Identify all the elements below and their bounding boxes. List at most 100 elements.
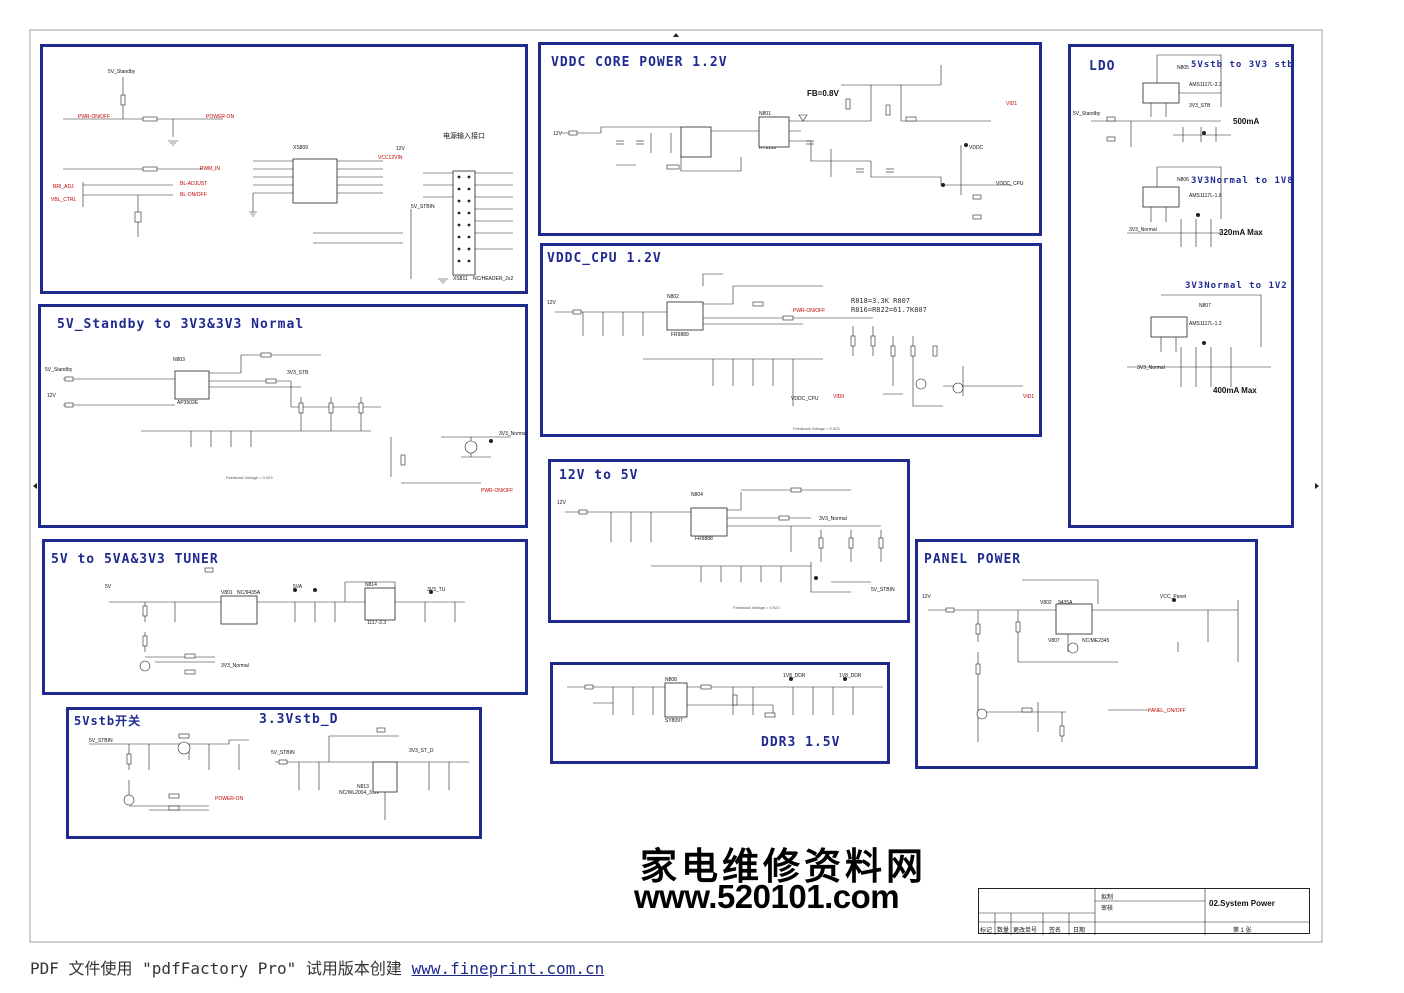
tuner-wiring bbox=[109, 567, 465, 675]
net-pwr-on-off-cpu: PWR-ON/OFF bbox=[793, 308, 826, 314]
ddr-title: DDR3 1.5V bbox=[761, 735, 841, 750]
net-5v-stbin-buck: 5V_STBIN bbox=[871, 587, 895, 593]
panel-wiring bbox=[928, 579, 1239, 742]
net-5v-tuner: 5V bbox=[105, 584, 112, 590]
footer-link[interactable]: www.fineprint.com.cn bbox=[411, 959, 605, 978]
n804-part: FR9888 bbox=[695, 536, 713, 542]
n814-part: 1117-3.3 bbox=[367, 620, 386, 626]
xs809-label: XS809 bbox=[293, 145, 309, 151]
v12-to-5-wiring bbox=[565, 487, 884, 593]
vddc-cpu-fb-text: Feedback Voltage = 0.923 bbox=[793, 426, 840, 431]
net-12v-panel: 12V bbox=[922, 594, 931, 600]
net-pwr-on-off: PWR-ON/OFF bbox=[78, 114, 111, 120]
n801-label: N801 bbox=[759, 111, 771, 117]
net-vcc-panel: VCC_Panel bbox=[1160, 594, 1187, 600]
net-3v3-standby-sb: 3V3_STB bbox=[287, 370, 309, 376]
net-power-on: POWER-ON bbox=[206, 114, 235, 120]
block-ddr3: DDR3 1.5V N808 SY8097 1V8_DDR 1V8_DDR bbox=[550, 662, 890, 764]
pdf-footer: PDF 文件使用 "pdfFactory Pro" 试用版本创建 www.fin… bbox=[30, 955, 604, 979]
block-5v-tuner: 5V to 5VA&3V3 TUNER V801 NC/9435A N814 1… bbox=[42, 539, 528, 695]
net-vddc-cpu: VDDC_CPU bbox=[791, 396, 819, 402]
ldo-sec1-title: 5Vstb to 3V3 stb bbox=[1191, 60, 1294, 70]
xs811-label: XS811 bbox=[453, 276, 468, 282]
title-sheet-number: 第 1 张 bbox=[1233, 928, 1252, 934]
net-5v-standby-ldo: 5V_Standby bbox=[1073, 111, 1101, 117]
net-vddc: VDDC bbox=[969, 145, 984, 151]
v807-label: V807 bbox=[1048, 638, 1060, 644]
interface-title: 电源输入接口 bbox=[443, 133, 485, 140]
n813-label: N813 bbox=[357, 784, 369, 790]
title-drawn: 拟制 bbox=[1101, 895, 1114, 901]
v801-part: NC/9435A bbox=[237, 590, 261, 596]
net-12v-core: 12V bbox=[553, 131, 562, 137]
n807-label: N807 bbox=[1199, 303, 1211, 309]
vddc-core-fb-note: FB=0.8V bbox=[807, 89, 839, 98]
net-3v3-tu: 3V3_TU bbox=[427, 587, 446, 593]
panel-title: PANEL POWER bbox=[924, 552, 1022, 567]
block-vddc-cpu: VDDC_CPU 1.2V R818=3.3K R807 R816=R822=6… bbox=[540, 243, 1042, 437]
v801-label: V801 bbox=[221, 590, 233, 596]
ldo-wiring bbox=[1091, 54, 1271, 387]
standby-fb-text: Feedback Voltage = 0.923 bbox=[226, 475, 273, 480]
net-1v8-ddr-b: 1V8_DDR bbox=[839, 673, 862, 679]
interface-wiring bbox=[63, 77, 513, 284]
net-pwr-on-off-sb: PWR-ON/OFF bbox=[481, 488, 514, 494]
ldo-sec3-title: 3V3Normal to 1V2 bbox=[1185, 281, 1288, 291]
n807-part: AMS1117L-1.2 bbox=[1189, 321, 1222, 327]
net-3v3-normal-ldo1: 3V3_Normal bbox=[1129, 227, 1157, 233]
n802-label: N802 bbox=[667, 294, 679, 300]
title-header-qty: 数量 bbox=[997, 928, 1010, 934]
ddr-wiring bbox=[567, 677, 883, 718]
net-5v-standby: 5V_Standby bbox=[108, 69, 136, 75]
ldo-sec2-title: 3V3Normal to 1V8 bbox=[1191, 176, 1294, 186]
net-3v3-stb-ldo: 3V3_STB bbox=[1189, 103, 1211, 109]
net-3v3-normal-ldo2: 3V3_Normal bbox=[1137, 365, 1165, 371]
net-vcc12vin: VCC12VIN bbox=[378, 155, 403, 161]
v807-part: NC/ME2345 bbox=[1082, 638, 1110, 644]
net-vbl-ctrl: VBL_CTRL bbox=[51, 197, 77, 203]
xs811-part: NC/HEADER_2x2 bbox=[473, 276, 514, 282]
block-5vstb-switch: 5Vstb开关 3.3Vstb_D N813 NC/WL2004_3.3V 5V… bbox=[66, 707, 482, 839]
ldo-sec1-current: 500mA bbox=[1233, 117, 1260, 126]
n801-part: RT8110 bbox=[759, 145, 777, 151]
n803-part: AP3502E bbox=[177, 400, 199, 406]
net-vid1-cpu: VID1 bbox=[1023, 394, 1035, 400]
v12-to-5-title: 12V to 5V bbox=[559, 468, 639, 483]
stb-switch-title2: 3.3Vstb_D bbox=[259, 712, 339, 727]
net-vid1-core: VID1 bbox=[1006, 101, 1018, 107]
ldo-sec2-current: 320mA Max bbox=[1219, 228, 1263, 237]
block-vddc-core: VDDC CORE POWER 1.2V FB=0.8V N801 RT8110… bbox=[538, 42, 1042, 236]
net-5v-standby-sb: 5V_Standby bbox=[45, 367, 73, 373]
block-5v-standby: 5V_Standby to 3V3&3V3 Normal N803 AP3502… bbox=[38, 304, 528, 528]
block-power-interface: 电源输入接口 XS809 XS811 NC/HEADER_2x2 5V_Stan… bbox=[40, 44, 528, 294]
footer-text: PDF 文件使用 "pdfFactory Pro" 试用版本创建 bbox=[30, 959, 412, 978]
watermark-url: www.520101.com bbox=[634, 878, 900, 915]
title-header-change: 更改单号 bbox=[1013, 928, 1038, 934]
block-ldo: LDO 5Vstb to 3V3 stb N805 AMS1117L-3.3 5… bbox=[1068, 44, 1294, 528]
net-bl-adjust: BL-ADJUST bbox=[180, 181, 208, 187]
net-12v-sb: 12V bbox=[47, 393, 56, 399]
title-block-grid bbox=[979, 889, 1309, 935]
n805-part: AMS1117L-3.3 bbox=[1189, 82, 1222, 88]
vddc-cpu-title: VDDC_CPU 1.2V bbox=[547, 251, 662, 266]
standby-title: 5V_Standby to 3V3&3V3 Normal bbox=[57, 317, 305, 332]
n806-label: N806 bbox=[1177, 177, 1189, 183]
watermark-chinese: 家电维修资料网 bbox=[640, 844, 927, 888]
ldo-title: LDO bbox=[1089, 59, 1116, 74]
title-header-sign: 签名 bbox=[1049, 928, 1062, 934]
net-12v-buck: 12V bbox=[557, 500, 566, 506]
stb-switch-wiring bbox=[89, 727, 469, 820]
vddc-cpu-wiring bbox=[555, 273, 1023, 407]
net-3v3-normal-sb: 3V3_Normal bbox=[499, 431, 527, 437]
block-12v-to-5v: 12V to 5V N804 FR9888 Feedback Voltage =… bbox=[548, 459, 910, 623]
n808-part: SY8097 bbox=[665, 718, 683, 724]
vddc-cpu-note2: R816=R822=61.7K807 bbox=[851, 306, 927, 314]
standby-wiring bbox=[63, 352, 511, 484]
net-5v-stbin-interface: 5V_STBIN bbox=[411, 204, 435, 210]
net-pwm-in: PWM_IN bbox=[200, 166, 220, 172]
v802-part: 9435A bbox=[1058, 600, 1073, 606]
net-vid0: VID0 bbox=[833, 394, 845, 400]
net-power-on-sw: POWER-ON bbox=[215, 796, 244, 802]
